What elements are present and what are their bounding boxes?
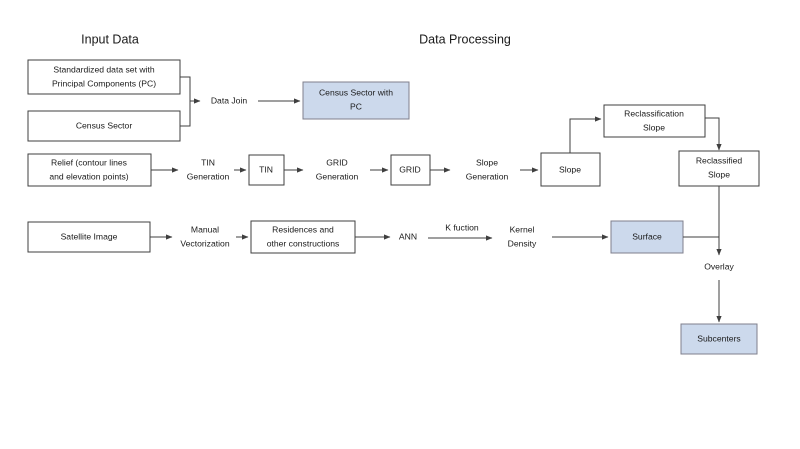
node-census-sector[interactable]	[27, 110, 181, 142]
edge-label-manual-vectorization-line1: Manual	[191, 224, 219, 234]
edge-label-slope-generation-line2: Generation	[466, 171, 509, 181]
edge-label-tin-generation-line2: Generation	[187, 171, 230, 181]
title-data-processing: Data Processing	[419, 32, 511, 46]
edge-label-kernel-density-line1: Kernel	[510, 224, 535, 234]
node-relief[interactable]	[27, 153, 152, 187]
node-relief-line2: and elevation points)	[49, 171, 128, 181]
node-standardized-data-set-line2: Principal Components (PC)	[52, 78, 156, 88]
edge-label-grid-generation-line1: GRID	[326, 157, 347, 167]
node-reclassified-slope-line2: Slope	[708, 169, 730, 179]
edge-label-kernel-density-line2: Density	[508, 238, 537, 248]
node-census-sector-with-pc-line2: PC	[350, 101, 362, 111]
node-reclassification-slope-line1: Reclassification	[624, 108, 684, 118]
node-census-sector-line1: Census Sector	[76, 120, 133, 130]
node-standardized-data-set[interactable]	[27, 59, 181, 95]
edge-label-data-join: Data Join	[211, 95, 248, 105]
node-reclassification-slope[interactable]	[603, 104, 706, 138]
node-census-sector-with-pc-line1: Census Sector with	[319, 87, 393, 97]
title-input-data: Input Data	[81, 32, 139, 46]
edge-label-slope-generation-line1: Slope	[476, 157, 498, 167]
node-standardized-data-set-line1: Standardized data set with	[53, 64, 154, 74]
node-grid[interactable]	[390, 154, 431, 186]
node-surface-line1: Surface	[632, 231, 662, 241]
node-residences[interactable]	[250, 220, 356, 254]
node-subcenters[interactable]	[680, 323, 758, 355]
edge-label-grid-generation-line2: Generation	[316, 171, 359, 181]
edge-label-ann: ANN	[399, 231, 417, 241]
node-relief-line1: Relief (contour lines	[51, 157, 127, 167]
node-residences-line1: Residences and	[272, 224, 334, 234]
edge-label-tin-generation-line1: TIN	[201, 157, 215, 167]
node-census-sector-with-pc[interactable]	[302, 81, 410, 120]
node-slope-line1: Slope	[559, 164, 581, 174]
node-residences-line2: other constructions	[267, 238, 340, 248]
connector-merge-inputs	[180, 76, 191, 127]
node-grid-line1: GRID	[399, 164, 420, 174]
node-reclassification-slope-line2: Slope	[643, 122, 665, 132]
connector-reclassification-to-reclassified	[705, 117, 722, 151]
edge-label-overlay: Overlay	[704, 261, 734, 271]
node-subcenters-line1: Subcenters	[697, 333, 740, 343]
node-tin-line1: TIN	[259, 164, 273, 174]
node-satellite-image-line1: Satellite Image	[61, 231, 118, 241]
edge-label-manual-vectorization-line2: Vectorization	[180, 238, 229, 248]
connector-slope-to-reclassification	[569, 116, 602, 153]
node-reclassified-slope-line1: Reclassified	[696, 155, 743, 165]
edge-label-k-fuction: K fuction	[445, 222, 479, 232]
